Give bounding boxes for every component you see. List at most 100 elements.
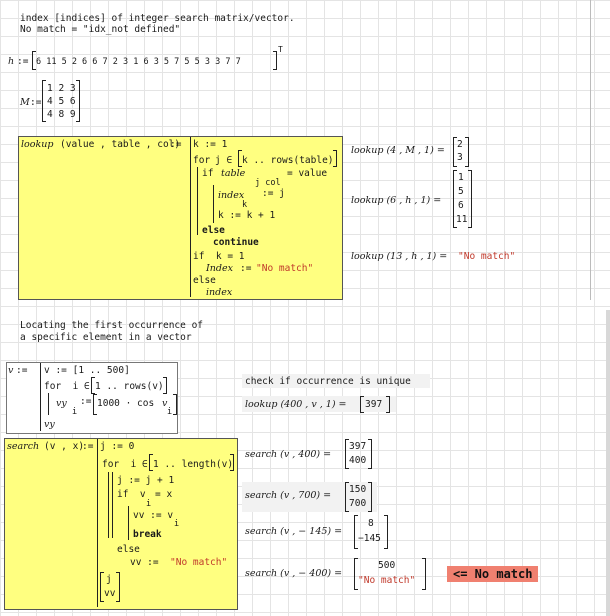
no-match-alert: <= No match [447, 566, 539, 582]
lookup-function-region[interactable] [18, 136, 343, 300]
v-vy-var: vy [56, 398, 67, 409]
m-row-1: 1 2 3 [47, 83, 76, 94]
search-return-bracket-left [100, 572, 104, 602]
lookup-else-1: else [202, 225, 225, 236]
lookup-if-body-bar [213, 185, 214, 223]
search-result-1-call[interactable]: search (v , 400) = [245, 449, 332, 460]
lookup-params: (value , table , col) [60, 139, 181, 150]
search-result-4-bracket-right [422, 558, 426, 590]
lookup-result-2-bracket-left [453, 170, 457, 228]
lookup-k-init: k := 1 [193, 139, 228, 150]
lookup-name: lookup [21, 139, 54, 150]
lookup-result-1-v2: 3 [457, 152, 463, 163]
unique-result: 397 [365, 399, 383, 410]
search-break: break [133, 529, 162, 540]
lookup-nomatch-assign: := [240, 263, 258, 274]
v-return: vy [44, 419, 55, 430]
v-variable: v [8, 365, 14, 376]
v-vy-assign: := [80, 396, 92, 407]
search-result-3-bracket-right [384, 515, 388, 549]
lookup-result-3-call[interactable]: lookup (13 , h , 1) = [351, 251, 448, 262]
lookup-result-1-call[interactable]: lookup (4 , M , 1) = [351, 145, 445, 156]
search-result-2-bg [242, 482, 377, 512]
search-nomatch-string: "No match" [170, 557, 228, 568]
search-vv-assign: vv := v [133, 510, 174, 521]
v-for-range: 1 .. rows(v) [95, 381, 164, 392]
search-result-2-bracket-left [345, 482, 349, 512]
search-program-bar [97, 439, 98, 607]
search-for-bracket-left [149, 454, 153, 471]
lookup-for-keyword: for [193, 155, 211, 166]
h-variable[interactable]: h [8, 56, 15, 67]
search-return-vv: vv [104, 588, 116, 599]
lookup-table-sub: j col [255, 178, 281, 188]
search-vv-sub: i [174, 519, 180, 529]
search-assign: := [82, 441, 94, 452]
h-assign: := [17, 56, 29, 67]
locating-line-2: a specific element in a vector [20, 332, 192, 343]
header-line-2: No match = "idx_not defined" [20, 24, 181, 35]
lookup-nomatch-string: "No match" [256, 263, 314, 274]
search-if-sub: i [146, 499, 152, 509]
locating-line-1: Locating the first occurrence of [20, 320, 204, 331]
lookup-result-1-bracket-right [465, 137, 469, 167]
search-for-bracket-right [230, 454, 234, 471]
h-values: 6 11 5 2 6 6 7 2 3 1 6 3 5 7 5 5 3 3 7 7 [36, 57, 241, 67]
v-vy-sub: i [72, 407, 78, 417]
search-else: else [117, 544, 140, 555]
lookup-result-2-v2: 5 [458, 186, 464, 197]
search-for: for i ∈ [102, 459, 148, 470]
v-for-body-bar [48, 393, 49, 415]
search-result-3-v2: −145 [358, 533, 381, 544]
scroll-edge [606, 310, 610, 616]
search-result-1-bracket-left [345, 439, 349, 469]
search-result-1-bracket-right [368, 439, 372, 469]
h-bracket-left [32, 51, 36, 70]
lookup-continue: continue [213, 237, 259, 248]
v-for: for i ∈ [44, 381, 90, 392]
v-cos-bracket-right [173, 394, 177, 415]
v-program-bar [40, 363, 41, 431]
lookup-if-k: if k = 1 [193, 251, 245, 262]
search-eq-x: = x [155, 489, 173, 500]
unique-call[interactable]: lookup (400 , v , 1) = [245, 399, 347, 410]
lookup-result-2-v4: 11 [456, 214, 468, 225]
search-result-3-call[interactable]: search (v , − 145) = [245, 526, 343, 537]
lookup-result-2-v3: 6 [458, 200, 464, 211]
search-for-range: 1 .. length(v) [153, 459, 234, 470]
search-return-bracket-right [116, 572, 120, 602]
lookup-result-2-v1: 1 [458, 172, 464, 183]
v-assign: := [16, 365, 28, 376]
lookup-range-bracket-right [333, 150, 337, 167]
search-result-4-bracket-left [354, 558, 358, 590]
h-bracket-right [273, 51, 277, 70]
lookup-result-2-call[interactable]: lookup (6 , h , 1) = [351, 195, 442, 206]
lookup-index-assign: := j [262, 188, 285, 199]
search-result-1-v2: 400 [349, 455, 367, 466]
search-result-3-v1: 8 [368, 518, 374, 529]
unique-bracket-left [360, 396, 364, 413]
v-definition-region[interactable] [6, 362, 178, 434]
page-break-line [590, 0, 591, 300]
search-result-2-v2: 700 [349, 498, 367, 509]
search-result-4-v1: 500 [378, 560, 396, 571]
v-cos-bracket-left [93, 394, 97, 415]
lookup-program-bar [190, 137, 191, 297]
search-result-4-call[interactable]: search (v , − 400) = [245, 568, 343, 579]
search-function-region[interactable] [4, 438, 238, 610]
search-result-1-v1: 397 [349, 441, 367, 452]
v-range-init: v := [1 .. 500] [44, 365, 130, 376]
search-result-2-call[interactable]: search (v , 700) = [245, 490, 332, 501]
m-row-2: 4 5 6 [47, 96, 76, 107]
m-bracket-right [76, 80, 80, 122]
search-result-3-bracket-left [354, 515, 358, 549]
lookup-for-body-bar [197, 167, 198, 235]
lookup-assign: := [170, 139, 182, 150]
search-j-init: j := 0 [100, 441, 135, 452]
v-cos-arg: v [162, 398, 168, 409]
m-assign: := [30, 97, 42, 108]
search-params: (v , x) [44, 441, 85, 452]
m-variable[interactable]: M [20, 97, 30, 108]
lookup-table-ref: table [221, 168, 246, 179]
m-row-3: 4 8 9 [47, 109, 76, 120]
